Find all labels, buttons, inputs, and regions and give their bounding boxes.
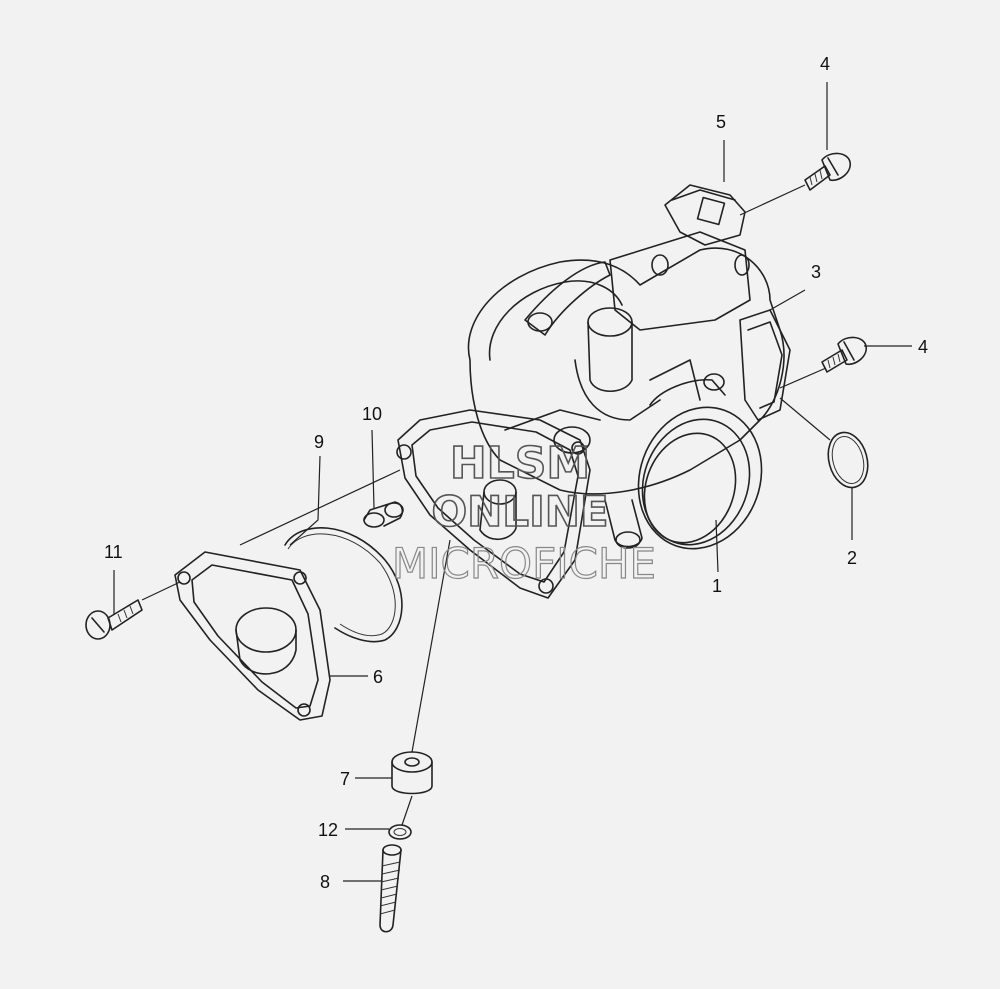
callout-labels: 1 2 3 4 4 5 6 7 8 9 10 11 12 bbox=[104, 54, 928, 892]
o-ring bbox=[827, 431, 869, 489]
dowel-pin bbox=[363, 501, 404, 528]
watermark: HLSM ONLINE MICROFICHE bbox=[391, 437, 656, 588]
washer bbox=[388, 824, 412, 840]
leader-lines bbox=[113, 82, 912, 882]
label-11: 11 bbox=[104, 542, 123, 562]
label-9: 9 bbox=[314, 432, 324, 452]
label-2: 2 bbox=[847, 548, 857, 568]
cover-plate bbox=[174, 551, 331, 721]
label-6: 6 bbox=[373, 667, 383, 687]
watermark-line2: ONLINE bbox=[431, 487, 608, 536]
watermark-line1: HLSM bbox=[450, 438, 590, 489]
label-4-right: 4 bbox=[918, 337, 928, 357]
label-3: 3 bbox=[811, 262, 821, 282]
label-4-top: 4 bbox=[820, 54, 830, 74]
bolt-right bbox=[821, 336, 867, 373]
label-1: 1 bbox=[712, 576, 722, 596]
label-10: 10 bbox=[362, 404, 382, 424]
throttle-body bbox=[396, 184, 791, 599]
large-o-ring bbox=[284, 527, 403, 643]
bushing bbox=[391, 751, 433, 795]
label-8: 8 bbox=[320, 872, 330, 892]
label-12: 12 bbox=[318, 820, 338, 840]
watermark-line3: MICROFICHE bbox=[392, 539, 656, 588]
cover-bolt bbox=[85, 599, 143, 640]
bolt-top bbox=[804, 152, 851, 191]
label-7: 7 bbox=[340, 769, 350, 789]
stud bbox=[379, 844, 402, 933]
label-5: 5 bbox=[716, 112, 726, 132]
